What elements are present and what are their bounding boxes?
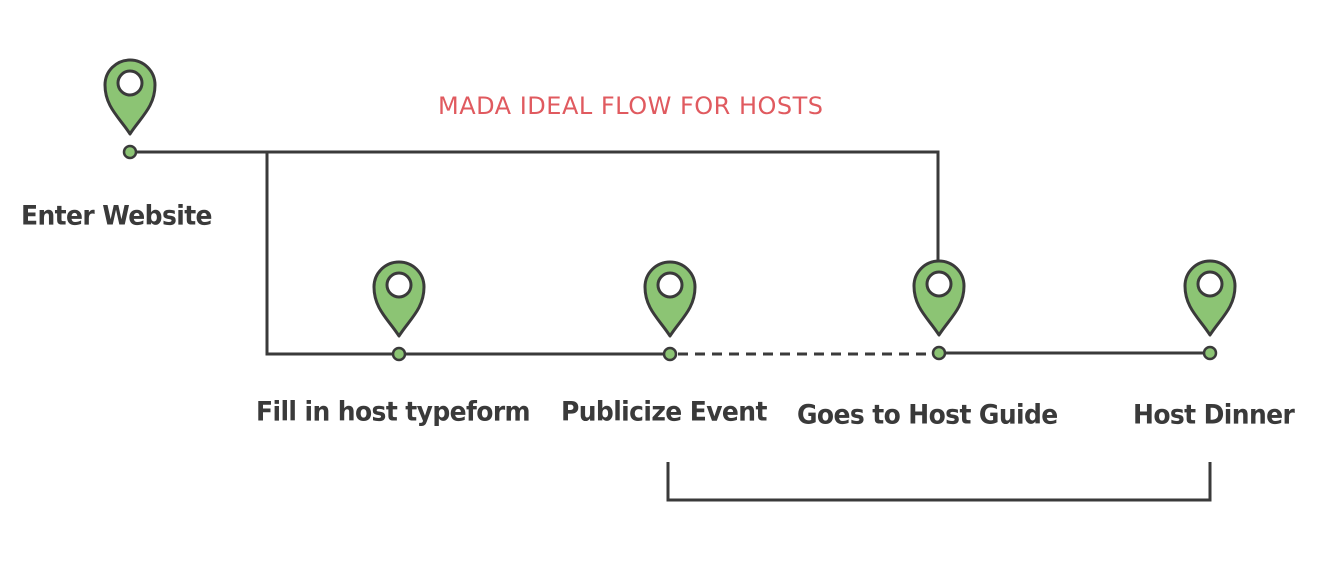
step-dot [1202,345,1218,361]
step-dot [391,346,407,362]
map-pin-icon [103,58,157,160]
step-label-publicize-event: Publicize Event [561,395,767,428]
map-pin-icon [1183,259,1237,361]
step-label-enter-website: Enter Website [21,199,213,232]
step-dot [122,144,138,160]
step-label-goes-to-host-guide: Goes to Host Guide [797,398,1058,431]
step-label-host-dinner: Host Dinner [1133,398,1295,431]
map-pin-icon [643,260,697,362]
map-pin-icon [912,259,966,361]
map-pins [103,58,1237,362]
diagram-title: MADA IDEAL FLOW FOR HOSTS [438,92,824,120]
connector-publicize-to-host-dinner [666,462,1212,502]
map-pin-icon [372,260,426,362]
step-dot [931,345,947,361]
step-label-fill-in-host-typeform: Fill in host typeform [256,395,531,428]
step-dot [662,346,678,362]
connector-enter-website-to-typeform [265,152,399,356]
connector-enter-website-to-host-guide [130,150,940,262]
connector-lines [130,150,1212,502]
